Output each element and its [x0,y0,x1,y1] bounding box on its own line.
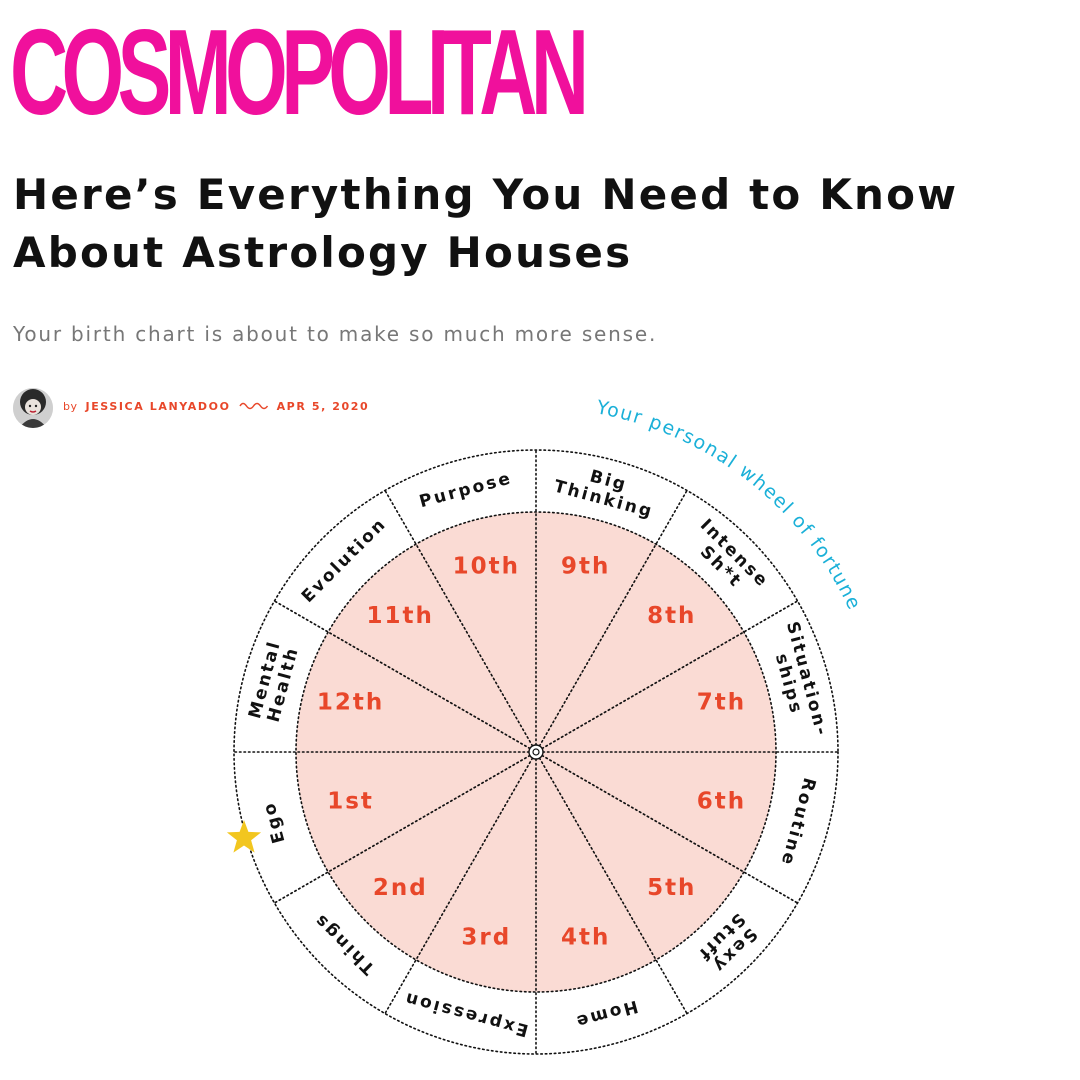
article-headline: Here’s Everything You Need to Know About… [13,170,959,277]
house-divider-line [541,600,799,750]
house-theme-6: Routine [776,775,819,868]
house-divider-line [384,757,534,1015]
byline-text: by JESSICA LANYADOO APR 5, 2020 [63,400,369,413]
house-divider-line [538,489,688,747]
publish-date: APR 5, 2020 [276,399,370,413]
byline-prefix: by [63,399,78,413]
wheel-outer-ring [233,449,839,1055]
house-divider-line [273,754,531,904]
house-divider-line [273,600,531,750]
house-theme-4: Home [572,996,640,1032]
house-label-4: 4th [561,924,610,950]
house-label-8: 8th [647,603,696,629]
house-label-7: 7th [697,689,746,715]
wheel-center [528,744,544,760]
avatar-portrait-icon [13,388,53,428]
wheel-middle-ring [295,511,777,993]
author-avatar[interactable] [13,388,53,428]
house-theme-10: Purpose [417,468,514,512]
house-label-6: 6th [697,789,746,815]
center-inner-circle [532,748,540,756]
cosmopolitan-logo[interactable]: COSMOPOLITAN [10,4,589,140]
house-theme-3: Expression [401,987,530,1040]
squiggle-divider-icon [238,402,268,410]
center-outer-circle [528,744,544,760]
house-divider-line [384,489,534,747]
house-label-10: 10th [453,554,520,580]
byline: by JESSICA LANYADOO APR 5, 2020 [13,388,369,428]
house-theme-line: Home [572,996,640,1032]
house-label-2: 2nd [373,875,428,901]
house-theme-line: Routine [776,775,819,868]
author-name[interactable]: JESSICA LANYADOO [85,399,231,413]
house-divider-line [538,757,688,1015]
house-divider-line [541,754,799,904]
house-label-3: 3rd [461,924,511,950]
house-label-1: 1st [327,789,374,815]
house-label-12: 12th [317,689,384,715]
house-theme-1: Ego [259,799,289,845]
house-dividers [233,449,839,1055]
article-subtitle: Your birth chart is about to make so muc… [13,322,658,346]
house-theme-line: Expression [401,987,530,1040]
house-label-11: 11th [367,603,434,629]
house-label-5: 5th [647,875,696,901]
house-label-9: 9th [561,554,610,580]
house-number-labels: 1st 2nd 3rd 4th 5th 6th 7th 8th 9th 10th 11th 12th [317,554,746,951]
house-theme-line: Ego [259,799,289,845]
house-theme-line: Purpose [417,468,514,512]
star-icon [226,820,262,853]
